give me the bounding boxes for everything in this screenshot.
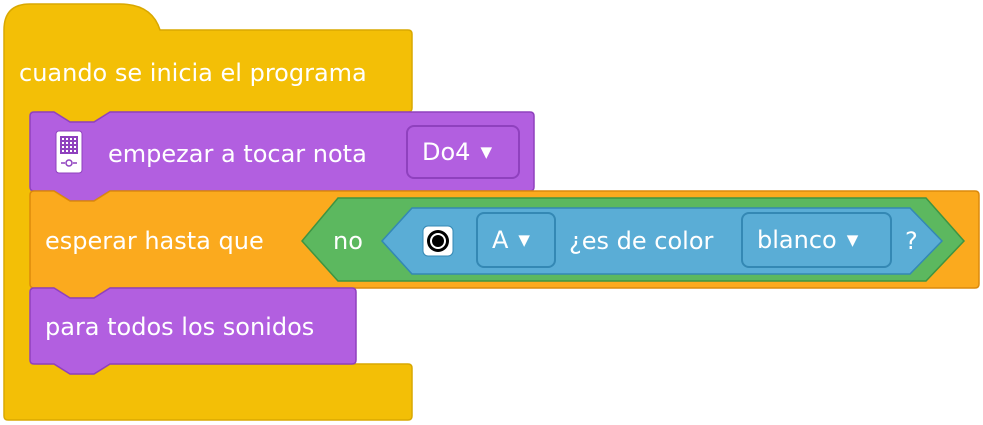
not-label: no (333, 227, 363, 255)
wait-until-label: esperar hasta que (45, 227, 264, 255)
hub-icon (55, 130, 83, 178)
color-value: blanco (757, 226, 837, 254)
chevron-down-icon: ▼ (846, 231, 859, 249)
note-dropdown[interactable]: Do4 ▼ (406, 125, 520, 179)
color-sensor-icon (422, 225, 454, 261)
port-value: A (492, 226, 509, 254)
color-dropdown[interactable]: blanco ▼ (741, 212, 892, 268)
question-mark-label: ? (905, 227, 918, 255)
play-note-label: empezar a tocar nota (108, 140, 367, 168)
note-value: Do4 (422, 138, 471, 166)
is-color-label: ¿es de color (569, 227, 714, 255)
chevron-down-icon: ▼ (518, 231, 530, 249)
hat-block-label: cuando se inicia el programa (19, 59, 367, 87)
port-dropdown[interactable]: A ▼ (476, 212, 556, 268)
stop-sounds-label: para todos los sonidos (45, 313, 315, 341)
chevron-down-icon: ▼ (480, 143, 492, 161)
stop-sounds-block-body[interactable] (29, 287, 357, 375)
